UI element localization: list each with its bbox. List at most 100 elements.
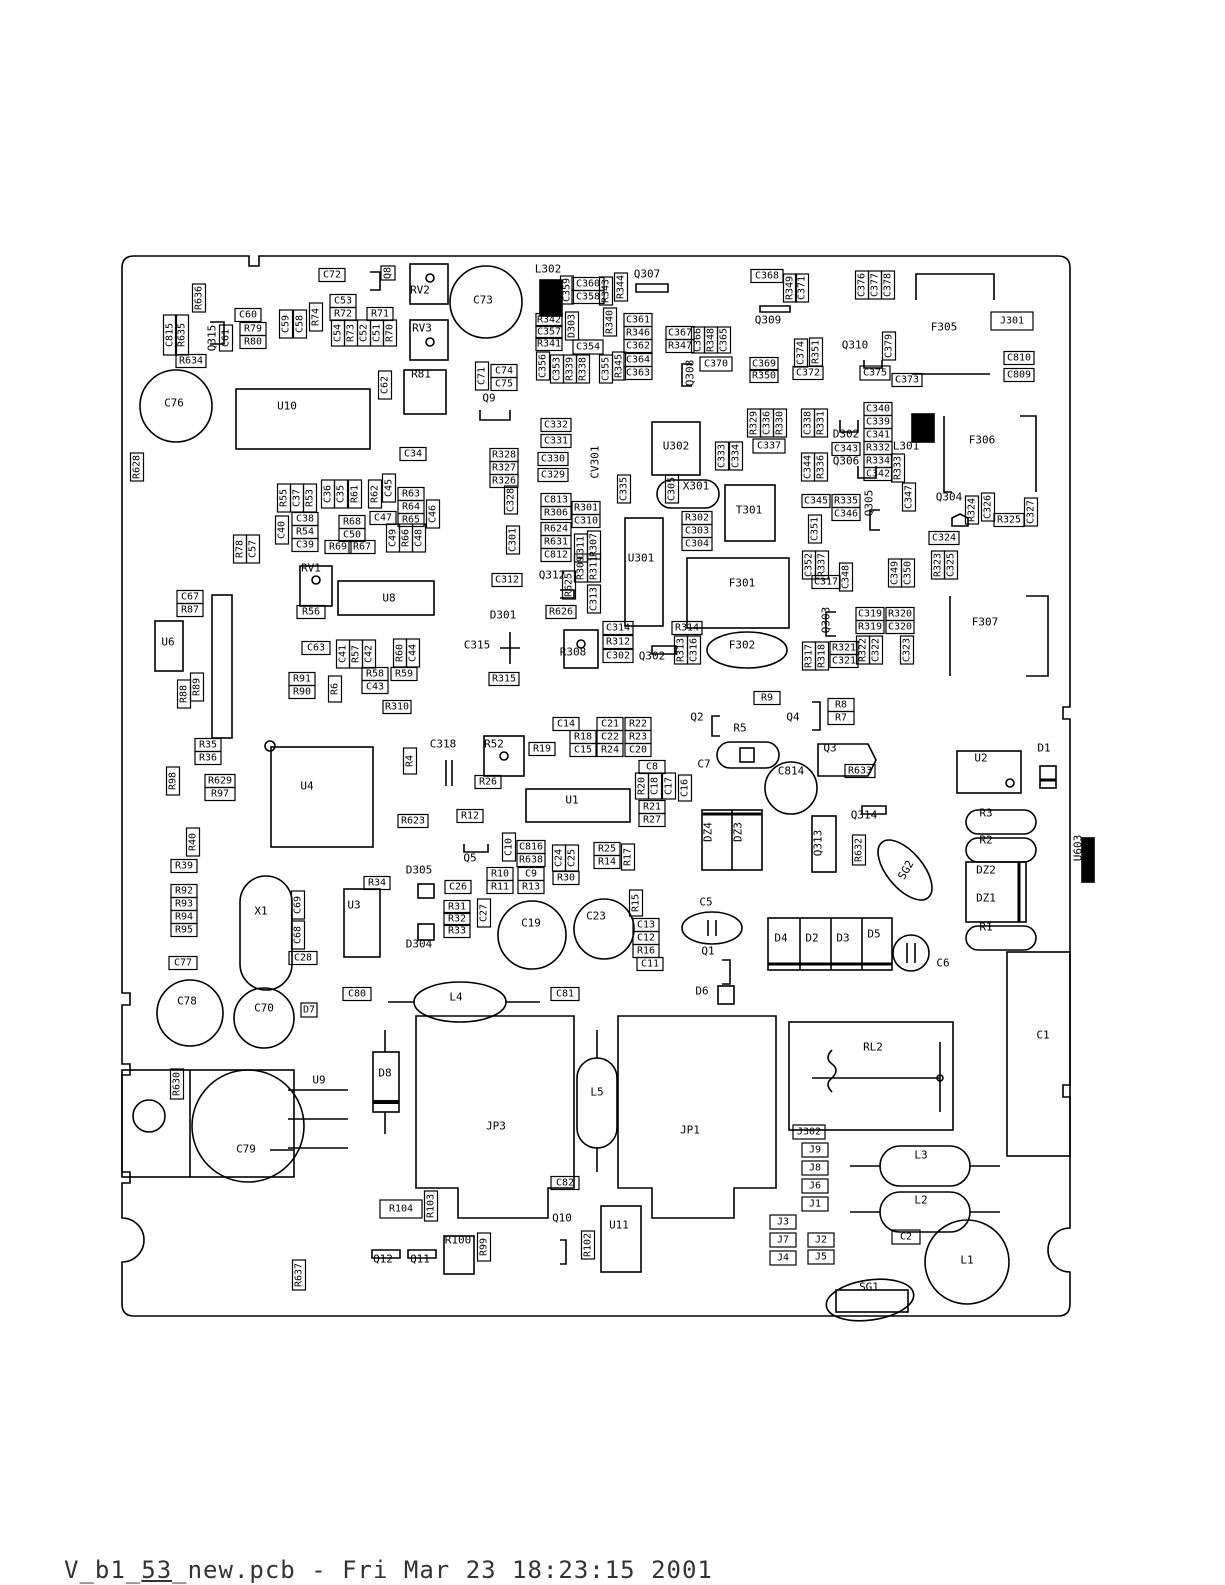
component-box xyxy=(301,640,331,656)
component-label: Q306 xyxy=(833,455,860,468)
component-q4: Q4 xyxy=(786,711,800,724)
component-r103: R103 xyxy=(423,1190,439,1222)
component-label: C76 xyxy=(164,397,184,410)
component-c76: C76 xyxy=(164,397,184,410)
component-box xyxy=(943,550,959,580)
component-label: C51 xyxy=(372,324,383,342)
component-box xyxy=(382,319,398,347)
component-c315: C315 xyxy=(464,639,491,652)
component-box xyxy=(537,467,569,483)
component-box xyxy=(859,365,891,381)
component-label: R302 xyxy=(685,513,709,524)
component-label: R17 xyxy=(623,848,634,866)
component-label: R4 xyxy=(405,755,416,767)
component-r630: R630 xyxy=(169,1068,185,1100)
component-c357: C357 xyxy=(535,324,563,340)
component-r311: R311 xyxy=(586,553,602,583)
component-c340: C340 xyxy=(863,401,893,417)
component-box xyxy=(827,710,855,726)
component-box xyxy=(411,523,427,553)
component-label: F302 xyxy=(729,639,756,652)
component-label: RV1 xyxy=(301,562,321,575)
component-box xyxy=(443,923,471,939)
component-box xyxy=(813,408,829,438)
component-q3: Q3 xyxy=(823,742,836,755)
component-box xyxy=(901,482,917,512)
component-box xyxy=(540,417,572,433)
component-r332: R332 xyxy=(863,440,893,456)
component-label: R628 xyxy=(132,455,143,479)
component-label: R31 xyxy=(448,902,466,913)
component-label: R623 xyxy=(401,816,425,827)
component-r10: R10 xyxy=(486,866,514,882)
component-box xyxy=(564,311,580,341)
component-j301: J301 xyxy=(990,311,1034,331)
component-c336: C336 xyxy=(759,408,775,438)
component-label: C304 xyxy=(685,539,709,550)
component-label: R91 xyxy=(293,674,311,685)
component-label: R634 xyxy=(179,356,203,367)
component-label: C61 xyxy=(221,329,232,347)
component-label: R338 xyxy=(578,357,589,381)
component-box xyxy=(807,1232,835,1248)
component-c328: C328 xyxy=(503,485,519,515)
component-r74: R74 xyxy=(308,302,324,332)
component-label: R351 xyxy=(811,340,822,364)
component-c48: C48 xyxy=(411,523,427,553)
component-label: Q303 xyxy=(820,607,833,634)
component-box xyxy=(628,889,644,917)
component-label: C57 xyxy=(248,540,259,558)
component-label: R15 xyxy=(631,894,642,912)
component-r320: R320 xyxy=(885,606,915,622)
component-box xyxy=(169,1068,185,1100)
component-label: C40 xyxy=(277,521,288,539)
r52-outline xyxy=(483,735,525,777)
component-label: R102 xyxy=(583,1233,594,1257)
component-label: R350 xyxy=(752,371,776,382)
component-label: R330 xyxy=(775,411,786,435)
component-label: R40 xyxy=(188,833,199,851)
component-label: C43 xyxy=(366,682,384,693)
component-box xyxy=(402,747,418,775)
component-label: J1 xyxy=(809,1199,821,1210)
component-jp1: JP1 xyxy=(680,1124,700,1137)
component-box xyxy=(550,986,580,1002)
component-c68: C68 xyxy=(290,920,306,950)
component-label: Q307 xyxy=(634,268,661,281)
component-label: C374 xyxy=(796,341,807,365)
component-c332: C332 xyxy=(540,417,572,433)
component-label: Q1 xyxy=(701,945,714,958)
component-r308: R308 xyxy=(560,646,587,659)
component-r40: R40 xyxy=(185,827,201,857)
component-box xyxy=(891,372,923,388)
component-box xyxy=(699,356,733,372)
component-c352: C352 xyxy=(801,550,817,580)
component-label: C315 xyxy=(464,639,491,652)
component-box xyxy=(501,832,517,862)
component-u2: U2 xyxy=(974,752,987,765)
component-box xyxy=(602,634,634,650)
component-r71: R71 xyxy=(366,306,394,322)
component-label: U1 xyxy=(565,794,578,807)
component-d2: D2 xyxy=(805,932,818,945)
component-label: R315 xyxy=(492,674,516,685)
component-u3: U3 xyxy=(347,899,360,912)
component-c44: C44 xyxy=(405,638,421,668)
component-label: R30 xyxy=(557,873,575,884)
component-q9: Q9 xyxy=(482,392,495,405)
c5-outline xyxy=(681,911,743,945)
component-d4: D4 xyxy=(774,932,788,945)
component-r15: R15 xyxy=(628,889,644,917)
component-c9: C9 xyxy=(517,866,545,882)
component-c338: C338 xyxy=(800,408,816,438)
component-label: Q308 xyxy=(684,360,697,387)
component-box xyxy=(623,338,653,354)
component-box xyxy=(769,1232,797,1248)
c23-outline xyxy=(573,898,635,960)
r1-outline xyxy=(965,925,1037,951)
component-r22: R22 xyxy=(624,716,652,732)
component-label: C71 xyxy=(477,367,488,385)
component-c341: C341 xyxy=(863,427,893,443)
component-c77: C77 xyxy=(168,955,198,971)
component-label: R14 xyxy=(598,857,616,868)
